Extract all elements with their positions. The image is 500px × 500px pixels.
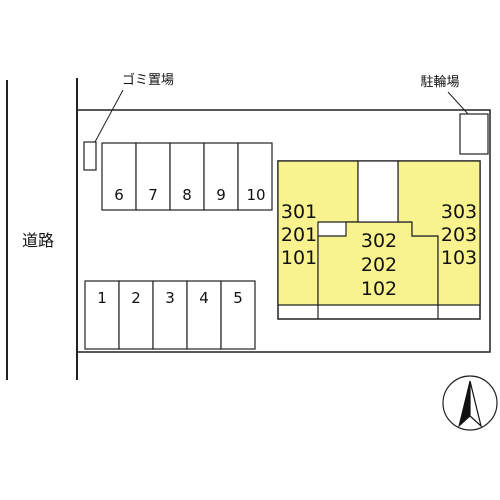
parking-space bbox=[186, 280, 222, 350]
road-label: 道路 bbox=[22, 231, 54, 250]
garbage-area bbox=[83, 141, 97, 171]
parking-number: 4 bbox=[199, 289, 209, 307]
parking-space bbox=[169, 142, 205, 211]
garbage-leader-line bbox=[94, 89, 124, 143]
parking-number: 9 bbox=[216, 186, 226, 204]
parking-space bbox=[135, 142, 171, 211]
unit-number: 101 bbox=[281, 247, 317, 269]
parking-number: 8 bbox=[182, 186, 192, 204]
parking-number: 6 bbox=[114, 186, 124, 204]
parking-space bbox=[203, 142, 239, 211]
bicycle-parking bbox=[459, 113, 489, 155]
parking-row-top: 6 7 8 9 10 bbox=[101, 142, 273, 211]
unit-block-right bbox=[397, 160, 481, 306]
stairwell bbox=[357, 160, 399, 223]
garbage-area-label: ゴミ置場 bbox=[122, 72, 174, 88]
parking-space bbox=[220, 280, 256, 350]
parking-space bbox=[101, 142, 137, 211]
unit-number: 303 bbox=[441, 201, 477, 223]
unit-number: 203 bbox=[441, 224, 477, 246]
apartment-building: 301 201 101 302 202 102 303 203 103 bbox=[277, 160, 481, 320]
parking-number: 10 bbox=[246, 186, 265, 204]
unit-number: 201 bbox=[281, 224, 317, 246]
parking-number: 3 bbox=[165, 289, 175, 307]
bicycle-parking-label: 駐輪場 bbox=[420, 74, 459, 90]
parking-row-bottom: 1 2 3 4 5 bbox=[84, 280, 256, 350]
unit-number: 103 bbox=[441, 247, 477, 269]
parking-space bbox=[237, 142, 273, 211]
north-arrow-icon bbox=[442, 375, 498, 431]
unit-number: 301 bbox=[281, 201, 317, 223]
unit-number: 202 bbox=[361, 254, 397, 276]
unit-number: 102 bbox=[361, 278, 397, 300]
unit-number: 302 bbox=[361, 230, 397, 252]
bicycle-leader-line bbox=[447, 91, 469, 115]
parking-number: 5 bbox=[233, 289, 243, 307]
lot-boundary bbox=[77, 109, 491, 353]
parking-number: 7 bbox=[148, 186, 158, 204]
parking-number: 2 bbox=[131, 289, 141, 307]
parking-space bbox=[84, 280, 120, 350]
parking-number: 1 bbox=[97, 289, 107, 307]
